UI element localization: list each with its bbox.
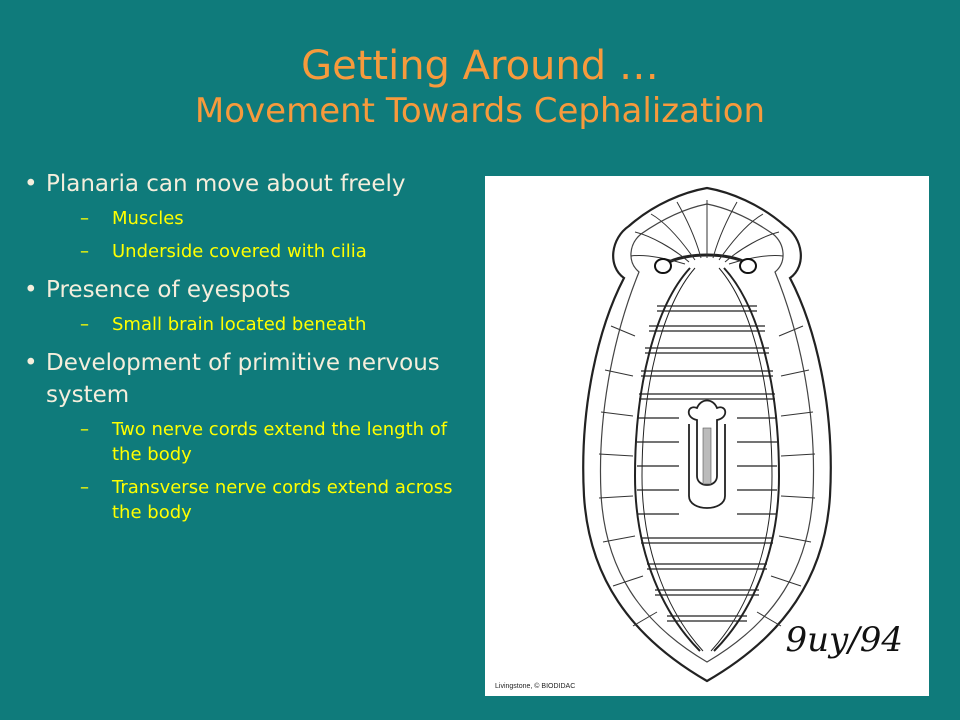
planaria-illustration: Livingstone, © BIODIDAC 9uy/94	[485, 176, 929, 696]
bullet-item: Presence of eyespots Small brain located…	[24, 274, 454, 337]
slide-title: Getting Around …	[301, 43, 659, 89]
bullet-text: Planaria can move about freely	[46, 171, 406, 197]
right-eyespot	[739, 258, 757, 274]
head-nerves	[630, 200, 784, 265]
artist-signature: 9uy/94	[785, 620, 903, 660]
sub-bullet-item: Muscles	[68, 206, 454, 231]
body-inner-outline	[599, 203, 815, 663]
sub-bullet-list: Small brain located beneath	[46, 312, 454, 337]
bullet-text: Development of primitive nervous system	[46, 350, 440, 408]
left-nerve-cord	[633, 267, 701, 652]
slide-title-block: Getting Around … Movement Towards Cephal…	[0, 42, 960, 132]
sub-bullet-item: Small brain located beneath	[68, 312, 454, 337]
body-outline	[582, 186, 832, 683]
sub-bullet-item: Underside covered with cilia	[68, 239, 454, 264]
sub-bullet-item: Transverse nerve cords extend across the…	[68, 475, 454, 525]
left-eyespot	[654, 258, 672, 274]
planaria-drawing	[582, 186, 832, 683]
peripheral-nerves	[598, 325, 816, 627]
sub-bullet-list: Muscles Underside covered with cilia	[46, 206, 454, 264]
pharynx-core	[702, 427, 712, 485]
bullet-item: Planaria can move about freely Muscles U…	[24, 168, 454, 264]
slide-subtitle: Movement Towards Cephalization	[194, 91, 766, 131]
bullet-text: Presence of eyespots	[46, 277, 291, 303]
bullet-list: Planaria can move about freely Muscles U…	[24, 168, 454, 535]
sub-bullet-item: Two nerve cords extend the length of the…	[68, 417, 454, 467]
right-nerve-cord-inner	[710, 267, 773, 652]
bullet-item: Development of primitive nervous system …	[24, 347, 454, 525]
sub-bullet-list: Two nerve cords extend the length of the…	[46, 417, 454, 525]
right-nerve-cord	[713, 267, 781, 652]
figure-credit: Livingstone, © BIODIDAC	[495, 683, 576, 690]
left-nerve-cord-inner	[641, 267, 704, 652]
transverse-nerve-cords	[637, 305, 777, 622]
pharynx-outer	[688, 424, 726, 509]
